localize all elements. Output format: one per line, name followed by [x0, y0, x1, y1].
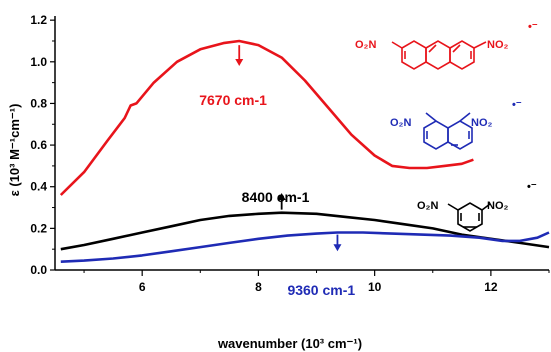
y-axis-label: ε (10³ M⁻¹cm⁻¹)	[7, 104, 22, 197]
series-line-1	[60, 211, 550, 251]
y-tick-label-6: 1.2	[30, 13, 47, 27]
annotation-arrowhead-0	[235, 58, 244, 66]
x-tick-label-0: 6	[139, 280, 146, 294]
y-tick-label-2: 0.4	[30, 180, 47, 194]
naphthalene-charge: •⁻	[512, 99, 522, 111]
y-tick-label-0: 0.0	[30, 263, 47, 277]
benzene-right-group: NO₂	[487, 200, 509, 212]
anthracene-left-group: O₂N	[355, 39, 376, 51]
series-line-2	[60, 231, 550, 263]
anthracene-molecule-icon	[391, 40, 487, 70]
y-tick-label-5: 1.0	[30, 55, 47, 69]
anthracene-right-group: NO₂	[487, 39, 509, 51]
annotations: 7670 cm-1 8400 cm-1 9360 cm-1	[199, 45, 355, 298]
benzene-charge: •⁻	[527, 181, 537, 193]
y-tick-label-1: 0.2	[30, 221, 47, 235]
plot-area	[59, 39, 550, 263]
x-tick-label-3: 12	[484, 280, 498, 294]
benzene-left-group: O₂N	[417, 200, 438, 212]
x-tick-label-1: 8	[255, 280, 262, 294]
y-tick-label-4: 0.8	[30, 96, 47, 110]
annotation-label-1: 8400 cm-1	[242, 189, 310, 205]
x-axis-label: wavenumber (10³ cm⁻¹)	[217, 336, 362, 351]
annotation-arrowhead-2	[333, 244, 342, 252]
series-line-0	[59, 39, 474, 196]
naphthalene-right-group: NO₂	[471, 117, 493, 129]
annotation-label-0: 7670 cm-1	[199, 92, 267, 108]
annotation-label-2: 9360 cm-1	[287, 282, 355, 298]
x-tick-label-2: 10	[368, 280, 382, 294]
annotation-arrowhead-1	[277, 192, 286, 200]
anthracene-charge: •⁻	[528, 21, 538, 33]
axes: 0.0 0.2 0.4 0.6 0.8 1.0 1.2 6 8 10 12	[30, 13, 550, 294]
naphthalene-molecule-icon	[423, 112, 473, 150]
naphthalene-left-group: O₂N	[390, 117, 411, 129]
y-tick-label-3: 0.6	[30, 138, 47, 152]
benzene-molecule-icon	[447, 202, 491, 232]
